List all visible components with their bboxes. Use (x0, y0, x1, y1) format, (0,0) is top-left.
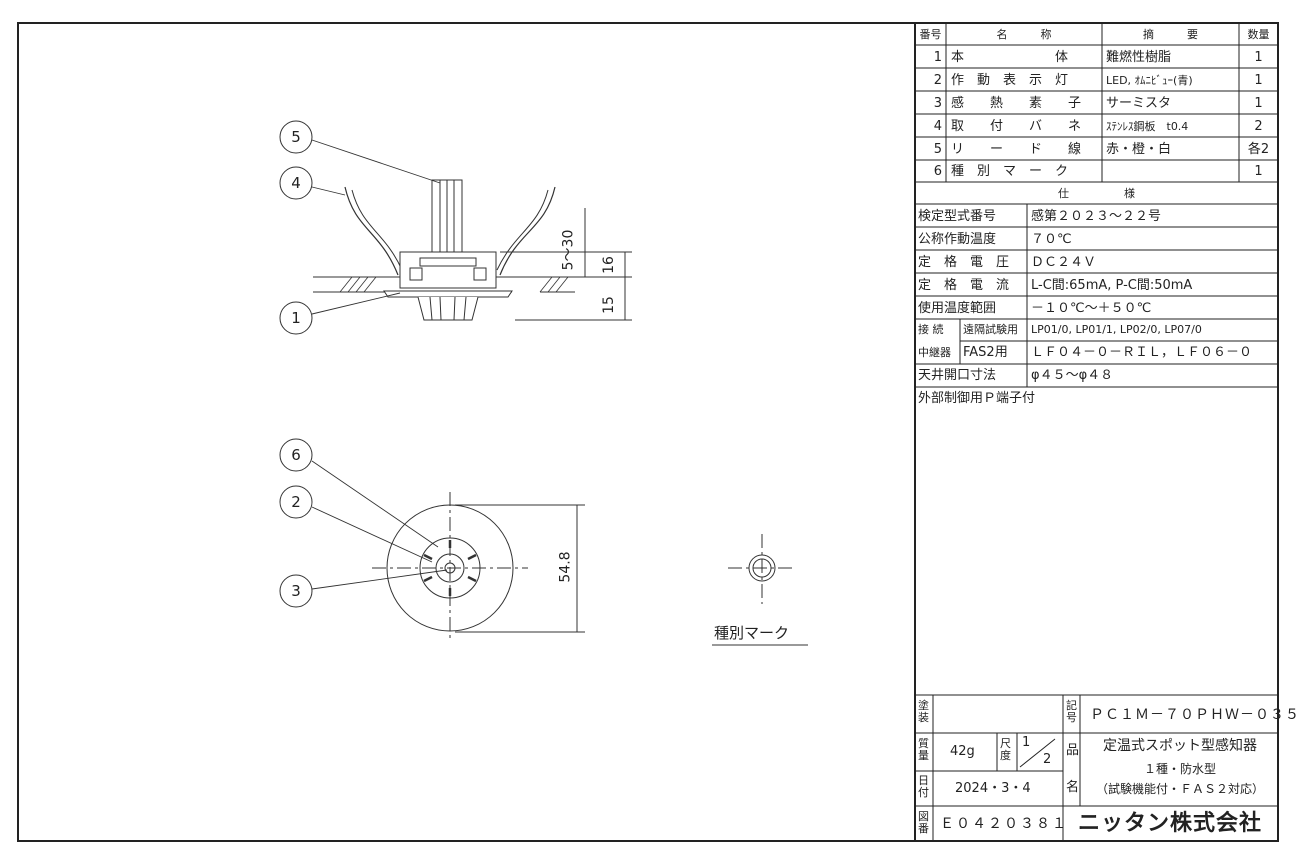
parts-row-no: 2 (933, 73, 942, 88)
mass-label: 質量 (918, 737, 929, 762)
parts-row-qty: 2 (1254, 119, 1263, 134)
spec-label: 検定型式番号 (918, 209, 997, 224)
company-name: ニッタン株式会社 (1078, 811, 1263, 836)
callout-1 (279, 301, 313, 335)
parts-header-summary: 摘 要 (1143, 28, 1198, 41)
callout-4-label: 4 (291, 174, 301, 192)
spec-note: 外部制御用Ｐ端子付 (918, 391, 1036, 406)
type-mark-caption: 種別マーク (714, 624, 790, 642)
parts-header-no: 番号 (919, 28, 942, 41)
callout-6-label: 6 (291, 446, 301, 464)
spec-value: ＤＣ２４Ｖ (1031, 255, 1097, 270)
callout-5 (279, 120, 313, 154)
callout-5-label: 5 (291, 128, 301, 146)
scale-numerator: 1 (1022, 735, 1031, 750)
date-label: 日付 (918, 774, 929, 799)
relay-row-label: 遠隔試験用 (963, 323, 1018, 336)
ceiling-label: 天井開口寸法 (918, 368, 997, 383)
relay-label-top: 接 続 (918, 323, 944, 336)
spec-label: 定 格 電 流 (918, 278, 1010, 293)
parts-row-name: リ ー ド 線 (951, 142, 1082, 157)
dimension-body-upper: 16 (600, 256, 617, 274)
product-name-line3: （試験機能付・ＦＡＳ２対応） (1095, 782, 1264, 796)
spec-value: 感第２０２３～２２号 (1031, 209, 1162, 224)
relay-label-bottom: 中継器 (918, 346, 951, 359)
parts-row-name: 作 動 表 示 灯 (951, 73, 1069, 88)
parts-row-summary: ｽﾃﾝﾚｽ鋼板 t0.4 (1106, 120, 1189, 133)
spec-value: ７０℃ (1031, 232, 1072, 247)
callout-2-label: 2 (291, 493, 301, 511)
parts-row-no: 6 (933, 164, 942, 179)
spec-label: 定 格 電 圧 (918, 255, 1010, 270)
bottom-view (372, 492, 585, 640)
dimension-body-lower: 15 (600, 296, 617, 314)
parts-row-qty: 1 (1254, 73, 1263, 88)
callout-4 (279, 166, 313, 200)
parts-row-no: 5 (933, 142, 942, 157)
parts-header-name: 名 称 (996, 28, 1052, 41)
mass-value: 42g (950, 744, 975, 759)
product-label-bottom: 名 (1066, 780, 1080, 795)
dimension-diameter: 54.8 (557, 551, 574, 583)
parts-row-qty: 1 (1254, 50, 1263, 65)
relay-row-value: ＬＦ０４－０－ＲＩＬ，ＬＦ０６－０ (1031, 345, 1253, 360)
callout-6 (279, 438, 313, 472)
scale-denominator: 2 (1043, 752, 1052, 767)
callout-2 (279, 485, 313, 519)
product-label-top: 品 (1066, 743, 1080, 758)
parts-row-summary: LED, ｵﾑﾆﾋﾞｭｰ(青) (1106, 74, 1193, 87)
spec-heading: 仕 様 (1058, 187, 1135, 200)
spec-value: L-C間:65mA, P-C間:50mA (1031, 278, 1193, 293)
side-view (313, 179, 632, 321)
type-mark-symbol (712, 534, 808, 646)
relay-row-label: FAS2用 (963, 345, 1008, 360)
parts-row-qty: 各2 (1247, 142, 1270, 157)
parts-row-no: 1 (933, 50, 942, 65)
parts-row-name: 感 熱 素 子 (951, 96, 1082, 111)
spec-label: 使用温度範囲 (918, 301, 997, 316)
product-name-line1: 定温式スポット型感知器 (1103, 738, 1257, 754)
parts-row-name: 取 付 バ ネ (951, 119, 1082, 134)
dimension-spring-range: 5～30 (560, 229, 577, 271)
parts-row-no: 4 (933, 119, 942, 134)
parts-row-qty: 1 (1254, 96, 1263, 111)
paint-label: 塗装 (918, 699, 929, 724)
drawing-no-value: Ｅ０４２０３８１ (940, 816, 1068, 832)
spec-value: －１０℃～＋５０℃ (1031, 301, 1152, 316)
sheet-border (17, 22, 1279, 842)
parts-row-summary: サーミスタ (1106, 96, 1172, 111)
record-value: ＰＣ１Ｍ－７０ＰＨＷ－０３５ (1090, 707, 1300, 723)
record-label: 記号 (1066, 699, 1077, 724)
spec-table-grid (915, 203, 1278, 388)
parts-row-qty: 1 (1254, 164, 1263, 179)
callout-3-label: 3 (291, 582, 301, 600)
product-name-line2: １種・防水型 (1143, 762, 1216, 776)
parts-header-qty: 数量 (1247, 28, 1270, 41)
parts-table-grid (915, 23, 1278, 183)
parts-row-name: 本 体 (951, 50, 1069, 65)
drawing-no-label: 図番 (918, 810, 929, 835)
scale-label: 尺度 (1000, 737, 1011, 762)
callout-3 (279, 574, 313, 608)
ceiling-value: φ４５～φ４８ (1031, 368, 1114, 383)
title-block-grid (915, 694, 1278, 841)
parts-row-name: 種 別 マ ー ク (951, 164, 1069, 179)
spec-label: 公称作動温度 (918, 232, 997, 247)
callout-1-label: 1 (291, 309, 301, 327)
parts-row-summary: 難燃性樹脂 (1106, 50, 1172, 65)
date-value: 2024・3・4 (955, 781, 1031, 796)
parts-row-summary: 赤・橙・白 (1106, 142, 1172, 157)
relay-row-value: LP01/0, LP01/1, LP02/0, LP07/0 (1031, 323, 1202, 336)
parts-row-no: 3 (933, 96, 942, 111)
